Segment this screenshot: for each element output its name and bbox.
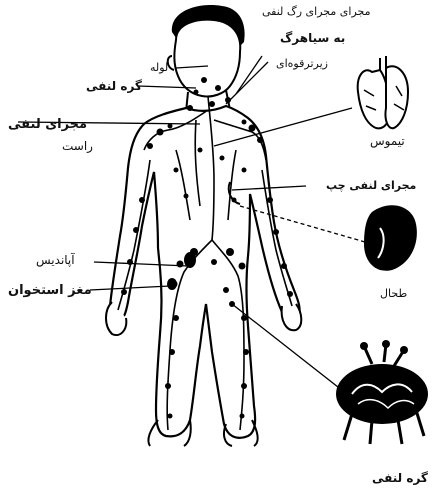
label-appendix: آپاندیس — [36, 254, 75, 266]
label-trachea: لوله — [150, 62, 168, 73]
label-right-duct-line2: راست — [62, 140, 93, 152]
lymph-node-organ — [336, 340, 428, 444]
label-lymph-node-bottom: گره لنفی — [372, 472, 428, 484]
label-bone-marrow: مغز استخوان — [8, 284, 92, 297]
label-left-duct: مجرای لنفی چپ — [326, 180, 416, 191]
label-lymph-node: گره لنفی — [86, 80, 142, 92]
label-spleen: طحال — [380, 288, 407, 299]
thymus-organ — [358, 56, 408, 128]
label-subclavian: زیرترقوه‌ای — [276, 58, 328, 69]
human-body — [106, 5, 301, 446]
label-thymus: تیموس — [370, 135, 405, 147]
spleen-organ — [364, 205, 417, 271]
label-right-duct-line1: مجرای لنفی — [8, 118, 87, 131]
label-to-vein: به سیاهرگ — [280, 32, 345, 44]
label-top-duct: مجرای مجرای رگ لنفی — [262, 6, 371, 17]
